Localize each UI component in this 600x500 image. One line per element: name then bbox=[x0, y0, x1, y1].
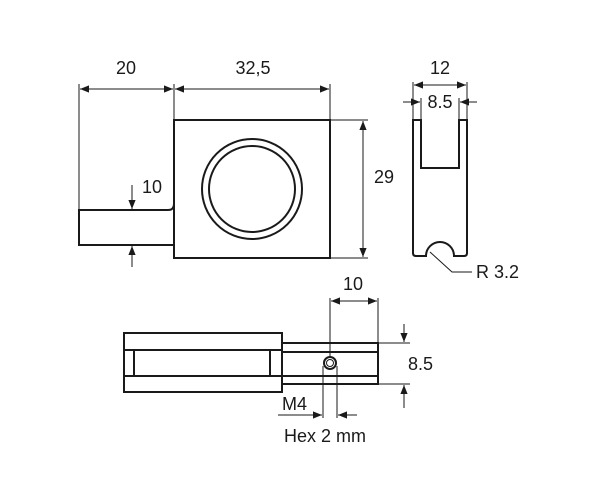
hex-label: Hex 2 mm bbox=[284, 426, 366, 446]
dim-29-label: 29 bbox=[374, 167, 394, 187]
dim-10-bottom-label: 10 bbox=[343, 274, 363, 294]
body-bottom-outline bbox=[123, 332, 283, 393]
body-outline bbox=[173, 119, 331, 259]
dim-8-5-bottom-label: 8.5 bbox=[408, 354, 433, 374]
outer-ring bbox=[201, 138, 303, 240]
inner-ring bbox=[208, 145, 296, 233]
dim-32-5-label: 32,5 bbox=[235, 58, 270, 78]
side-outline bbox=[412, 119, 468, 257]
thread-label: M4 bbox=[282, 394, 307, 414]
radius-leader bbox=[429, 251, 472, 273]
dim-8-5-label: 8.5 bbox=[427, 92, 452, 112]
tab-outline bbox=[78, 203, 175, 246]
side-view: 12 8.5 R 3.2 bbox=[403, 58, 519, 282]
front-view: 20 32,5 29 10 bbox=[78, 58, 394, 267]
bottom-view: 10 8.5 M4 Hex 2 mm bbox=[123, 274, 433, 446]
dim-12-label: 12 bbox=[430, 58, 450, 78]
screw-hole bbox=[323, 356, 337, 370]
radius-label: R 3.2 bbox=[476, 262, 519, 282]
dim-10-label: 10 bbox=[142, 177, 162, 197]
dim-20-label: 20 bbox=[116, 58, 136, 78]
